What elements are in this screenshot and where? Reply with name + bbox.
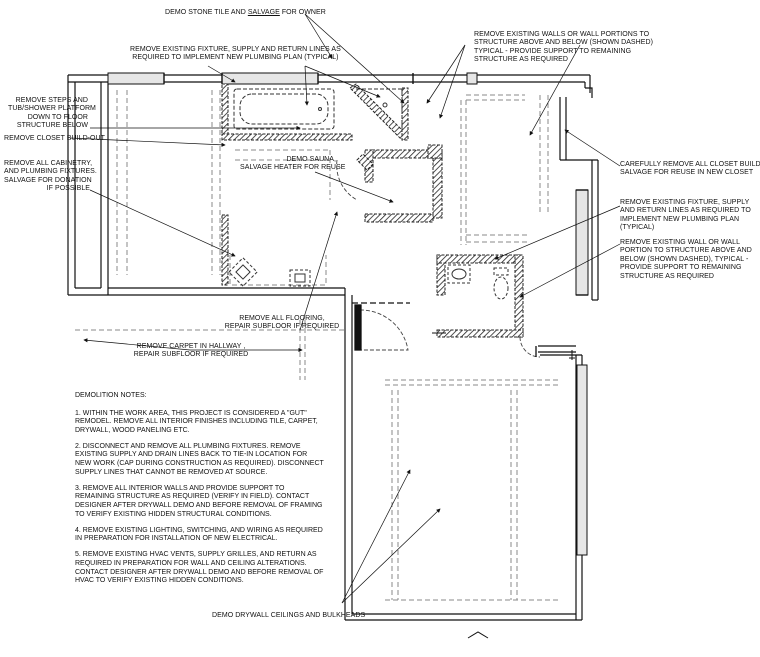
demo-sauna-note: DEMO SAUNA, SALVAGE HEATER FOR REUSE — [240, 156, 346, 172]
remove-closet-note: REMOVE CLOSET BUILD-OUT — [4, 135, 105, 142]
demolished-walls — [221, 83, 524, 338]
demolition-note-2: 2. DISCONNECT AND REMOVE ALL PLUMBING FI… — [75, 442, 324, 476]
windows — [107, 72, 589, 556]
remove-wall-right-note: REMOVE EXISTING WALL OR WALL PORTION TO … — [620, 239, 752, 280]
remove-fixture-top-note: REMOVE EXISTING FIXTURE, SUPPLY AND RETU… — [130, 46, 341, 62]
window-mullions — [163, 73, 588, 296]
fixtures — [228, 88, 509, 300]
demolition-notes-title: DEMOLITION NOTES: — [75, 392, 147, 399]
exterior-walls — [67, 74, 599, 621]
section-marker — [432, 332, 575, 639]
leader-lines — [69, 13, 621, 604]
interior-walls — [352, 302, 576, 357]
remove-carpet-note: REMOVE CARPET IN HALLWAY , REPAIR SUBFLO… — [133, 343, 249, 359]
remove-walls-top-note: REMOVE EXISTING WALLS OR WALL PORTIONS T… — [474, 31, 653, 64]
demolition-notes: DEMOLITION NOTES: 1. WITHIN THE WORK ARE… — [75, 392, 325, 593]
remove-steps-note: REMOVE STEPS AND TUB/SHOWER PLATFORM DOW… — [8, 97, 96, 130]
remove-fixture-right-note: REMOVE EXISTING FIXTURE, SUPPLY AND RETU… — [620, 199, 751, 232]
closet-buildouts-note: CAREFULLY REMOVE ALL CLOSET BUILD-OUTS, … — [620, 161, 760, 177]
remove-cabinetry-note: REMOVE ALL CABINETRY, AND PLUMBING FIXTU… — [4, 160, 97, 193]
door-swings — [336, 159, 541, 358]
demo-stone-tile-note: DEMO STONE TILE AND SALVAGE FOR OWNER — [165, 9, 326, 16]
demolition-note-3: 3. REMOVE ALL INTERIOR WALLS AND PROVIDE… — [75, 484, 323, 518]
demolition-note-5: 5. REMOVE EXISTING HVAC VENTS, SUPPLY GR… — [75, 551, 324, 585]
demolition-note-1: 1. WITHIN THE WORK AREA, THIS PROJECT IS… — [75, 409, 318, 434]
demolition-note-4: 4. REMOVE EXISTING LIGHTING, SWITCHING, … — [75, 526, 323, 543]
remove-flooring-note: REMOVE ALL FLOORING, REPAIR SUBFLOOR IF … — [224, 315, 340, 331]
demo-drywall-note: DEMO DRYWALL CEILINGS AND BULKHEADS — [212, 612, 366, 619]
